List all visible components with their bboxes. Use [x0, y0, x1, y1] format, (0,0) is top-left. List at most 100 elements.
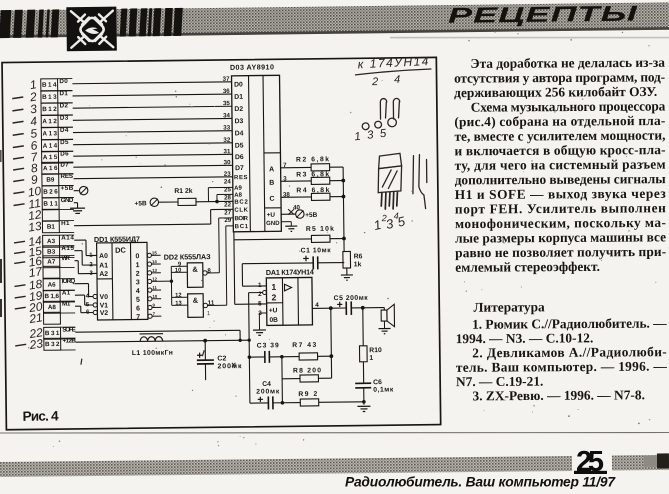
svg-text:1: 1: [271, 282, 276, 292]
svg-text:13: 13: [152, 268, 157, 273]
svg-text:R6: R6: [354, 253, 363, 260]
svg-text:B31: B31: [45, 330, 60, 337]
svg-text:A1: A1: [99, 262, 108, 269]
svg-text:R9 2: R9 2: [298, 391, 317, 398]
svg-text:3: 3: [136, 279, 140, 286]
svg-text:+U: +U: [267, 212, 276, 219]
svg-text:200мк: 200мк: [217, 363, 242, 370]
svg-text:1k: 1k: [354, 261, 362, 268]
svg-text:31: 31: [223, 148, 231, 155]
svg-text:33: 33: [223, 124, 231, 131]
svg-text:6: 6: [136, 305, 140, 312]
svg-text:4: 4: [136, 288, 140, 295]
svg-text:Литература: Литература: [473, 299, 545, 314]
svg-text:14: 14: [152, 259, 157, 264]
svg-text:A14: A14: [43, 143, 58, 150]
svg-text:DC: DC: [115, 246, 127, 255]
svg-text:B3: B3: [47, 249, 56, 256]
svg-text:1: 1: [136, 262, 140, 269]
svg-text:D03 AY8910: D03 AY8910: [230, 62, 274, 72]
svg-text:1: 1: [258, 282, 262, 289]
svg-text:10: 10: [175, 268, 182, 274]
svg-text:36: 36: [223, 88, 231, 95]
svg-text:C: C: [269, 196, 274, 203]
svg-text:C5 200мк: C5 200мк: [334, 295, 369, 302]
svg-text:A6: A6: [48, 282, 57, 289]
svg-text:+5B: +5B: [134, 200, 146, 207]
svg-text:21: 21: [27, 310, 43, 326]
svg-text:13: 13: [175, 301, 182, 307]
svg-text:&: &: [192, 265, 198, 274]
svg-text:BC2: BC2: [234, 200, 248, 206]
svg-text:5: 5: [136, 297, 140, 304]
svg-text:равно не позволяет получить пр: равно не позволяет получить при-: [455, 244, 666, 260]
svg-text:28: 28: [224, 194, 232, 201]
svg-text:N7. — С.19-21.: N7. — С.19-21.: [456, 374, 543, 390]
svg-text:C6: C6: [373, 379, 382, 386]
svg-text:A: A: [269, 166, 274, 173]
svg-text:A3: A3: [47, 238, 56, 245]
svg-text:CLK: CLK: [234, 208, 248, 214]
svg-text:A2: A2: [99, 271, 108, 278]
svg-text:2: 2: [272, 292, 277, 302]
svg-text:B14: B14: [42, 82, 57, 89]
svg-text:A9: A9: [234, 186, 242, 192]
svg-text:A8: A8: [48, 304, 57, 311]
svg-text:A15: A15: [43, 154, 58, 161]
svg-text:+U: +U: [269, 307, 278, 314]
svg-text:13: 13: [27, 219, 43, 235]
svg-text:R8 200: R8 200: [293, 367, 321, 374]
svg-text:3. ZX-Ревю. — 1996. — N7-8.: 3. ZX-Ревю. — 1996. — N7-8.: [472, 387, 644, 403]
svg-text:РЕЦЕПТЫ: РЕЦЕПТЫ: [448, 2, 639, 28]
svg-text:R10: R10: [369, 347, 382, 354]
svg-text:34: 34: [223, 112, 231, 119]
svg-text:B1: B1: [47, 224, 56, 231]
svg-text:7: 7: [136, 314, 140, 321]
svg-text:+5B: +5B: [305, 212, 317, 219]
svg-text:B32: B32: [45, 341, 60, 348]
svg-text:29: 29: [224, 217, 232, 224]
svg-text:A7: A7: [47, 259, 56, 266]
svg-text:V2: V2: [100, 310, 109, 317]
svg-text:C1 10мк: C1 10мк: [301, 247, 332, 254]
svg-text:DD2 К555ЛАЗ: DD2 К555ЛАЗ: [164, 252, 212, 262]
svg-text:5: 5: [258, 301, 262, 308]
svg-text:V0: V0: [100, 294, 109, 301]
svg-text:30: 30: [224, 159, 232, 166]
svg-text:10: 10: [152, 294, 157, 299]
svg-text:D0: D0: [234, 82, 243, 89]
svg-text:A12: A12: [42, 118, 57, 125]
svg-text:22: 22: [224, 201, 232, 208]
svg-text:27: 27: [224, 209, 232, 216]
svg-text:D4: D4: [235, 130, 244, 137]
svg-text:0,1мк: 0,1мк: [373, 386, 394, 393]
svg-text:D2: D2: [234, 106, 243, 113]
svg-text:B9: B9: [46, 177, 55, 184]
svg-text:R7 43: R7 43: [292, 342, 316, 349]
svg-text:B16: B16: [44, 293, 59, 300]
svg-text:B: B: [269, 180, 274, 187]
svg-text:32: 32: [223, 137, 231, 144]
svg-text:GND: GND: [266, 221, 280, 227]
svg-text:4: 4: [394, 74, 400, 86]
svg-text:BC1: BC1: [235, 224, 249, 230]
svg-text:2: 2: [371, 76, 378, 88]
svg-text:24: 24: [224, 178, 232, 185]
svg-text:12: 12: [175, 293, 182, 299]
svg-text:A16: A16: [43, 165, 58, 172]
svg-text:&: &: [193, 296, 199, 305]
svg-text:L1 100мкГн: L1 100мкГн: [132, 350, 173, 357]
svg-text:V1: V1: [100, 302, 109, 309]
svg-text:емлемый стереоэффект.: емлемый стереоэффект.: [455, 259, 600, 275]
svg-text:B26: B26: [43, 189, 58, 196]
svg-text:тель. Ваш компьютер. — 1996. —: тель. Ваш компьютер. — 1996. —: [456, 359, 668, 375]
svg-text:0: 0: [135, 253, 139, 260]
svg-text:200мк: 200мк: [256, 388, 280, 395]
svg-text:R5 10k: R5 10k: [306, 226, 334, 233]
svg-text:11: 11: [152, 285, 157, 290]
svg-text:A8: A8: [234, 193, 242, 199]
svg-text:D5: D5: [235, 143, 244, 150]
svg-text:RES: RES: [234, 175, 248, 181]
svg-text:BOIR: BOIR: [234, 216, 248, 222]
svg-text:2: 2: [136, 271, 140, 278]
